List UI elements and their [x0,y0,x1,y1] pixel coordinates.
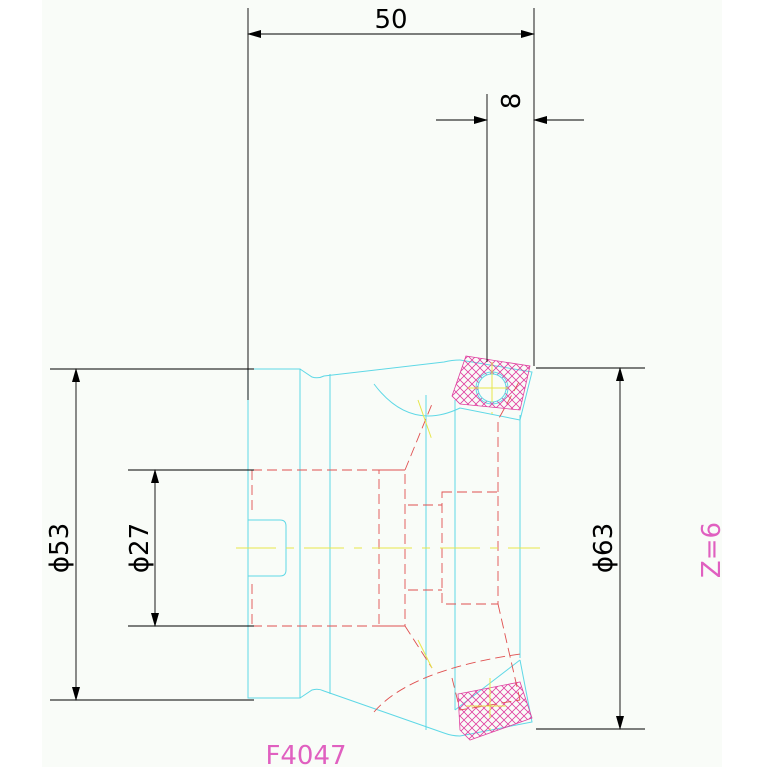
dimension-labels: 50 8 ϕ53 ϕ27 ϕ63 [45,5,619,573]
dim-label-8: 8 [497,93,527,110]
lower-neck [299,688,461,737]
dim-label-63: ϕ63 [589,523,619,573]
dim-label-53: ϕ53 [45,523,75,573]
dim-label-27: ϕ27 [125,523,155,573]
tooth-count: Z=6 [697,522,727,578]
paper-background [42,0,722,767]
tooth-axis-upper [417,399,433,441]
upper-neck [299,359,461,379]
dim-label-50: 50 [374,5,407,35]
dimension-lines [50,8,645,730]
annotations: F4047 Z=6 [265,522,727,767]
lower-tooth-hatch [457,681,533,741]
tooth-axis-lower [417,639,433,669]
part-outline [247,359,533,737]
part-number: F4047 [265,741,346,767]
center-lines [236,362,540,730]
upper-tooth-sweep [373,383,521,421]
